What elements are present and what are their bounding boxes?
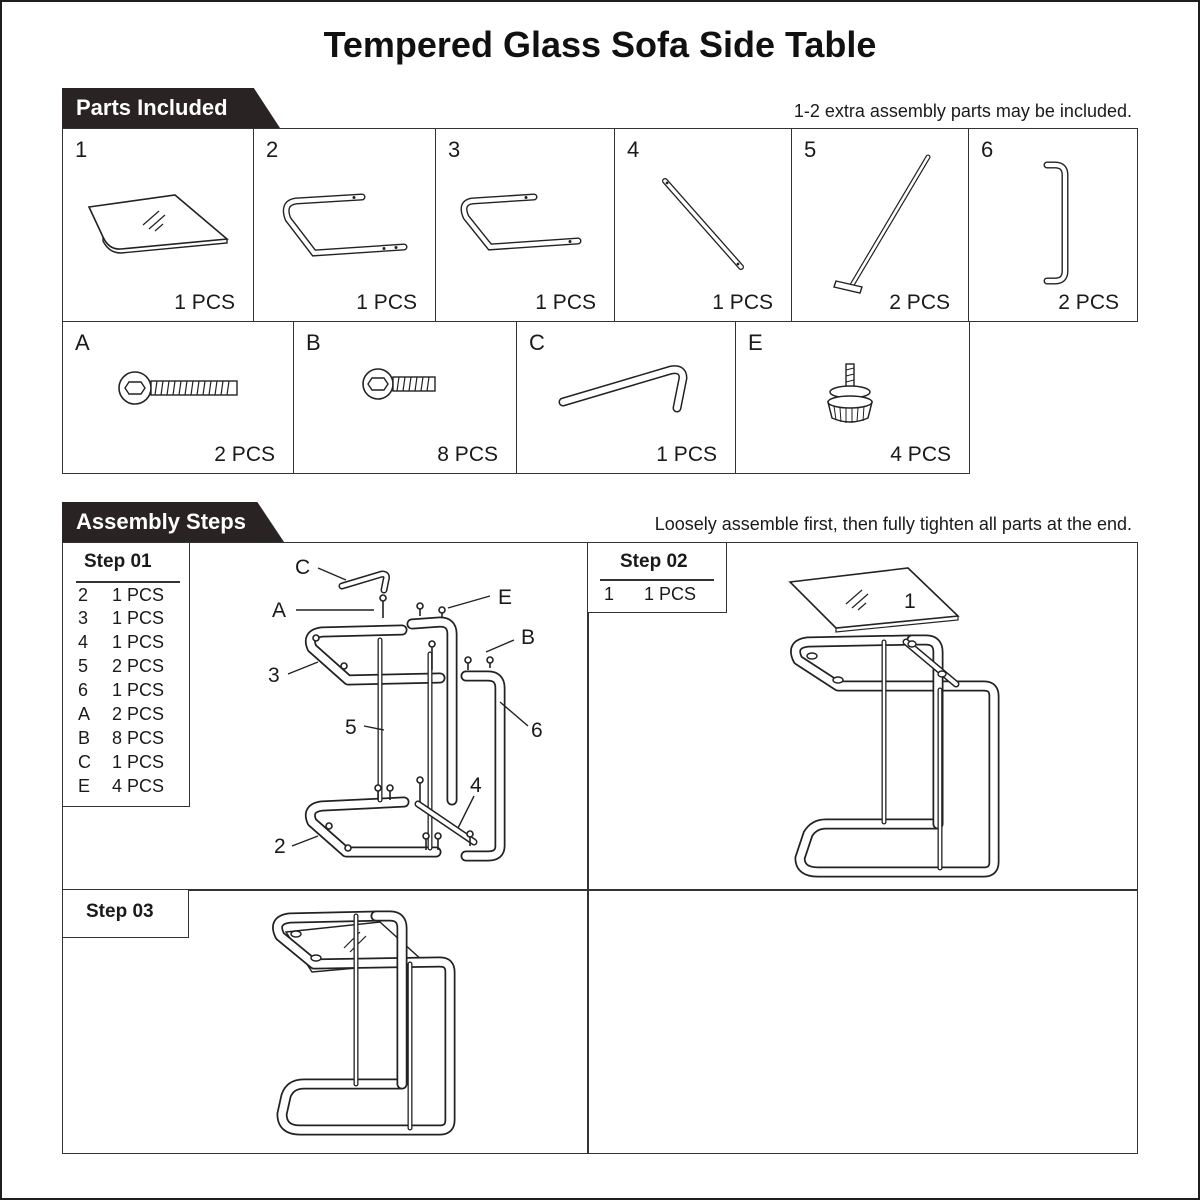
part-quantity: 8 PCS [437, 443, 498, 466]
part-number: 5 [804, 137, 817, 162]
short-bolt-icon [362, 368, 436, 400]
part-cell-e: E 4 PCS [735, 321, 970, 474]
steps-grid-divider-vertical [587, 542, 589, 1154]
long-bolt-icon [118, 371, 238, 405]
part-quantity: 1 PCS [174, 291, 235, 314]
step1-title-underline [76, 581, 180, 583]
part-number: A [75, 330, 90, 355]
part-cell-2: 2 1 PCS [253, 128, 436, 322]
part-cell-3: 3 1 PCS [435, 128, 615, 322]
steps-grid-divider-horizontal [62, 889, 1138, 891]
step3-title: Step 03 [86, 901, 154, 922]
part-number: 3 [448, 137, 461, 162]
step1-parts-box [62, 542, 190, 807]
part-quantity: 1 PCS [535, 291, 596, 314]
steps-section-note: Loosely assemble first, then fully tight… [654, 514, 1132, 534]
part-number: 1 [75, 137, 88, 162]
part-quantity: 2 PCS [889, 291, 950, 314]
part-cell-a: A 2 PCS [62, 321, 294, 474]
part-number: C [529, 330, 545, 355]
step1-title: Step 01 [84, 551, 152, 572]
part-number: E [748, 330, 763, 355]
part-number: 2 [266, 137, 279, 162]
step2-title-underline [600, 579, 714, 581]
short-bar-icon [662, 178, 744, 270]
steps-grid [62, 542, 1138, 1154]
part-cell-1: 1 1 PCS [62, 128, 254, 322]
part-number: 6 [981, 137, 994, 162]
glass-panel-icon [87, 194, 229, 254]
parts-section-note: 1-2 extra assembly parts may be included… [793, 101, 1132, 121]
part-cell-c: C 1 PCS [516, 321, 736, 474]
parts-section-tab: Parts Included [62, 88, 280, 128]
part-quantity: 1 PCS [356, 291, 417, 314]
long-rod-icon [833, 154, 931, 294]
part-quantity: 4 PCS [890, 443, 951, 466]
part-quantity: 2 PCS [214, 443, 275, 466]
u-frame-icon [460, 193, 582, 251]
step2-title: Step 02 [620, 551, 688, 572]
part-cell-6: 6 2 PCS [968, 128, 1138, 322]
u-frame-icon [282, 193, 408, 257]
part-cell-5: 5 2 PCS [791, 128, 969, 322]
part-number: B [306, 330, 321, 355]
part-cell-4: 4 1 PCS [614, 128, 792, 322]
step2-parts-box [587, 542, 727, 613]
part-quantity: 2 PCS [1058, 291, 1119, 314]
part-cell-b: B 8 PCS [293, 321, 517, 474]
steps-section-tab: Assembly Steps [62, 502, 284, 542]
part-quantity: 1 PCS [712, 291, 773, 314]
part-number: 4 [627, 137, 640, 162]
part-quantity: 1 PCS [656, 443, 717, 466]
page-title: Tempered Glass Sofa Side Table [323, 24, 877, 65]
leveling-foot-icon [827, 363, 873, 423]
side-handle-icon [1043, 161, 1069, 285]
step3-title-box [62, 889, 189, 938]
allen-key-icon [558, 365, 688, 413]
